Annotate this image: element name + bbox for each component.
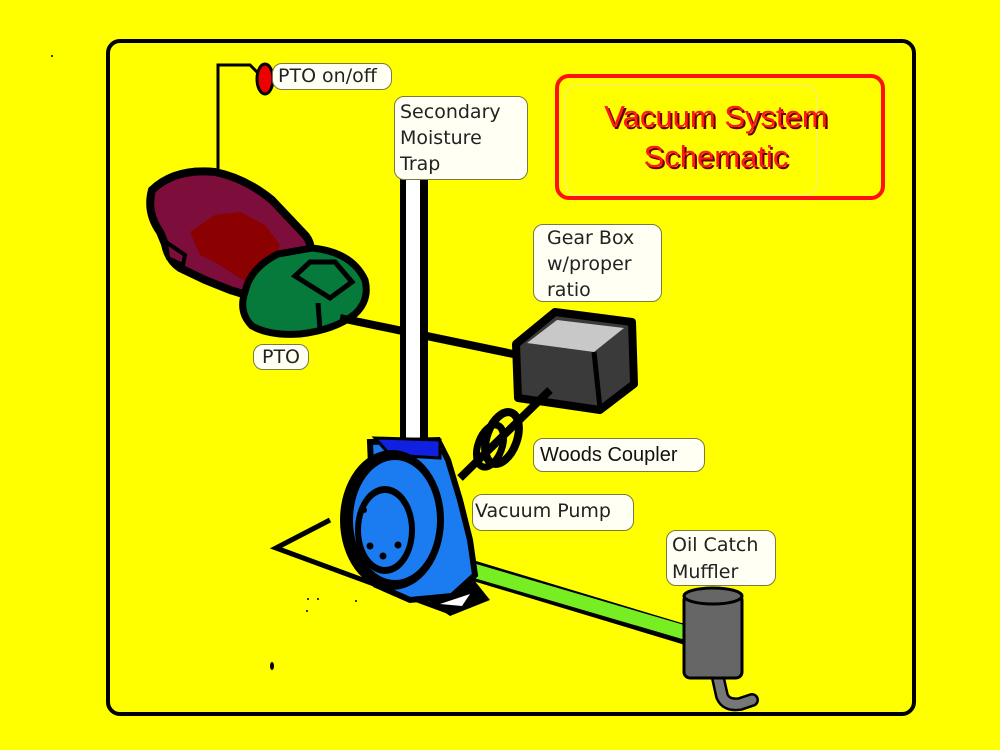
- label-gear-box-line-3: ratio: [547, 279, 591, 301]
- label-pto-switch-text: PTO on/off: [278, 65, 377, 87]
- label-moisture-trap-line-1: Secondary: [400, 101, 501, 123]
- exhaust-pipe: [448, 556, 700, 646]
- label-woods-coupler-text: Woods Coupler: [540, 444, 678, 466]
- switch-wire: [216, 63, 264, 198]
- title-box: Vacuum System Schematic: [555, 74, 885, 200]
- label-woods-coupler: Woods Coupler: [533, 438, 705, 472]
- label-moisture-trap-line-3: Trap: [400, 153, 441, 175]
- moisture-trap-pipe: [400, 178, 428, 448]
- muffler-icon: [682, 586, 759, 712]
- diagram-frame: [106, 39, 916, 716]
- label-oil-catch: Oil Catch Muffler: [666, 530, 776, 586]
- label-moisture-trap: Secondary Moisture Trap: [394, 96, 528, 180]
- label-pto-switch: PTO on/off: [272, 63, 392, 90]
- label-pto: PTO: [253, 344, 309, 370]
- stray-marks: [270, 598, 357, 670]
- vacuum-pump-icon: [340, 436, 479, 604]
- woods-coupler-icon: [472, 408, 523, 471]
- drive-shaft: [339, 314, 519, 359]
- label-pto-text: PTO: [261, 346, 301, 368]
- pto-unit-icon: [239, 244, 370, 338]
- label-vacuum-pump: Vacuum Pump: [472, 494, 634, 531]
- title-inner-box: [565, 84, 817, 196]
- label-vacuum-pump-text: Vacuum Pump: [475, 500, 611, 522]
- page-title: Vacuum System Schematic: [604, 97, 827, 177]
- stray-dot: [51, 55, 53, 57]
- label-moisture-trap-line-2: Moisture: [400, 127, 482, 149]
- label-gear-box-line-1: Gear Box: [547, 227, 635, 249]
- label-oil-catch-line-1: Oil Catch: [672, 534, 759, 556]
- pto-switch-icon[interactable]: [255, 62, 275, 96]
- label-gear-box-line-2: w/proper: [547, 253, 632, 275]
- label-gear-box: Gear Box w/proper ratio: [533, 224, 662, 302]
- label-oil-catch-line-2: Muffler: [672, 561, 739, 583]
- gear-box-icon: [512, 308, 638, 414]
- title-line-1: Vacuum System: [604, 99, 828, 134]
- title-line-2: Schematic: [643, 139, 789, 174]
